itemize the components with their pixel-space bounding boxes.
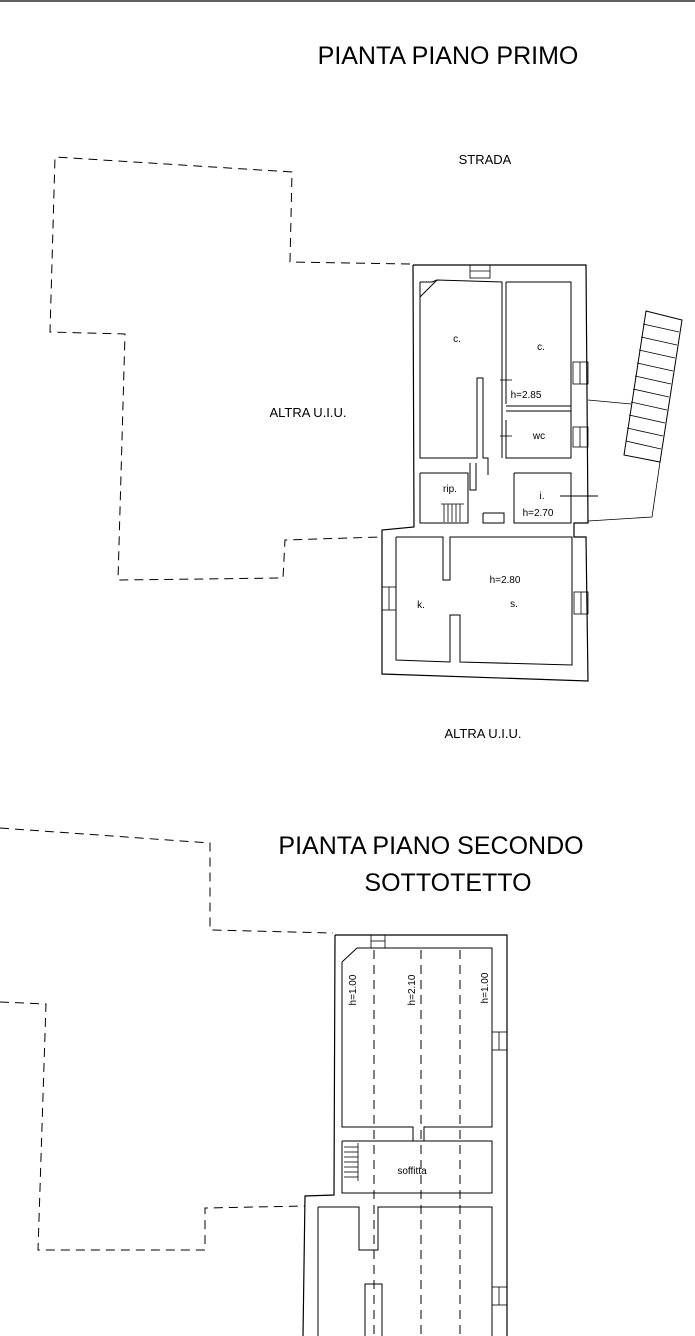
other-unit-bottom-label: ALTRA U.I.U. <box>444 726 521 741</box>
first-floor-title: PIANTA PIANO PRIMO <box>318 42 579 70</box>
neighbour-boundary-dashed-upper <box>0 827 334 934</box>
height-ingresso-label: h=2.70 <box>523 508 554 519</box>
second-floor-walls <box>302 934 508 1336</box>
room-camera-2-label: c. <box>537 342 545 353</box>
room-soffitta-label: soffitta <box>397 1166 427 1177</box>
room-kitchen-label: k. <box>417 600 425 611</box>
height-left-label: h=1.00 <box>348 974 359 1005</box>
first-floor-walls <box>381 264 598 682</box>
height-center-label: h=2.10 <box>407 974 418 1005</box>
height-right-label: h=1.00 <box>480 972 491 1003</box>
street-label: STRADA <box>459 152 512 167</box>
height-upper-label: h=2.85 <box>511 390 542 401</box>
second-floor-title-line1: PIANTA PIANO SECONDO <box>278 832 583 860</box>
room-wc-label: wc <box>532 431 545 442</box>
room-ingresso-label: i. <box>540 491 545 502</box>
external-staircase <box>587 310 683 522</box>
room-camera-1-label: c. <box>453 334 461 345</box>
neighbour-boundary-dashed <box>49 156 411 581</box>
height-lower-label: h=2.80 <box>490 575 521 586</box>
other-unit-left-label: ALTRA U.I.U. <box>269 405 346 420</box>
room-soggiorno-label: s. <box>510 599 518 610</box>
room-ripostiglio-label: rip. <box>443 484 457 495</box>
second-floor-title-line2: SOTTOTETTO <box>364 869 531 897</box>
neighbour-boundary-dashed-lower <box>0 1001 306 1251</box>
